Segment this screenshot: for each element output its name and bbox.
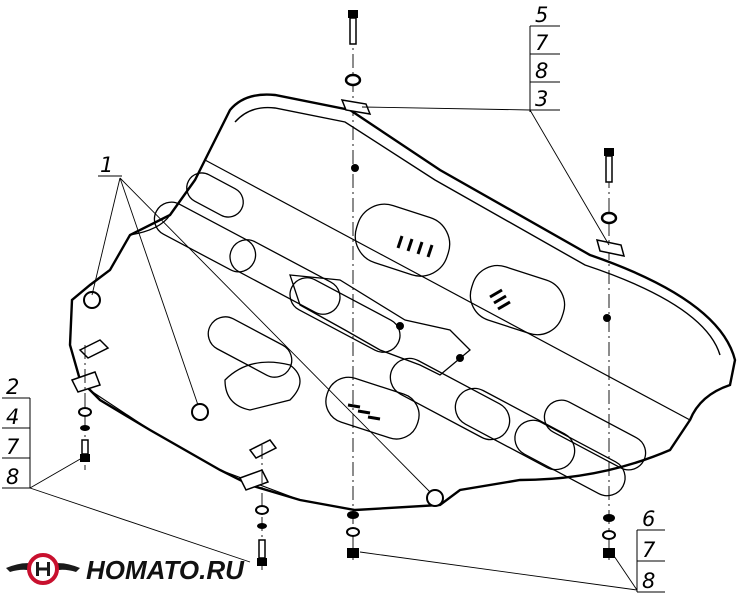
callout-4: 4	[6, 405, 19, 429]
callout-7: 7	[642, 538, 656, 562]
callout-stack-bottom-right: 6 7 8	[636, 507, 665, 593]
mounting-holes	[83, 164, 611, 507]
washer-icon	[347, 511, 359, 519]
callout-stack-left: 2 4 7 8	[2, 375, 31, 489]
nut-icon	[603, 548, 615, 558]
callout-7: 7	[6, 435, 20, 459]
bracket-icon	[340, 99, 372, 115]
callout-1: 1	[100, 153, 113, 177]
skid-plate	[68, 93, 737, 512]
washer-icon	[600, 211, 618, 225]
callout-stack-top: 5 7 8 3	[529, 3, 560, 112]
slot-marks	[347, 235, 511, 421]
washer-icon	[346, 527, 360, 537]
callout-8: 8	[642, 569, 655, 593]
washer-icon	[603, 514, 615, 522]
fasteners-top	[340, 10, 626, 257]
stamped-slots	[153, 172, 647, 497]
callout-8: 8	[6, 465, 19, 489]
callout-2: 2	[6, 375, 19, 399]
brand-logo-icon	[6, 553, 80, 585]
brand-logo: HOMATO.RU	[6, 553, 245, 585]
washer-icon	[80, 425, 90, 431]
washer-icon	[255, 505, 269, 515]
bracket-icon	[595, 239, 626, 257]
fasteners-bottom	[78, 407, 616, 566]
bolt-icon	[348, 10, 358, 45]
washer-icon	[78, 407, 92, 417]
brand-logo-text: HOMATO.RU	[86, 555, 245, 585]
callout-8: 8	[535, 59, 548, 83]
callout-3: 3	[535, 87, 548, 111]
nut-icon	[347, 548, 359, 558]
leader-lines	[29, 106, 638, 591]
callout-7: 7	[535, 31, 549, 55]
washer-icon	[257, 523, 267, 529]
callout-5: 5	[535, 3, 548, 27]
bolt-icon	[80, 439, 90, 462]
washer-icon	[344, 73, 362, 87]
bolt-icon	[257, 539, 267, 566]
bolt-icon	[604, 148, 614, 183]
bracket-icon	[70, 339, 278, 491]
washer-icon	[602, 530, 616, 540]
callout-6: 6	[642, 507, 655, 531]
